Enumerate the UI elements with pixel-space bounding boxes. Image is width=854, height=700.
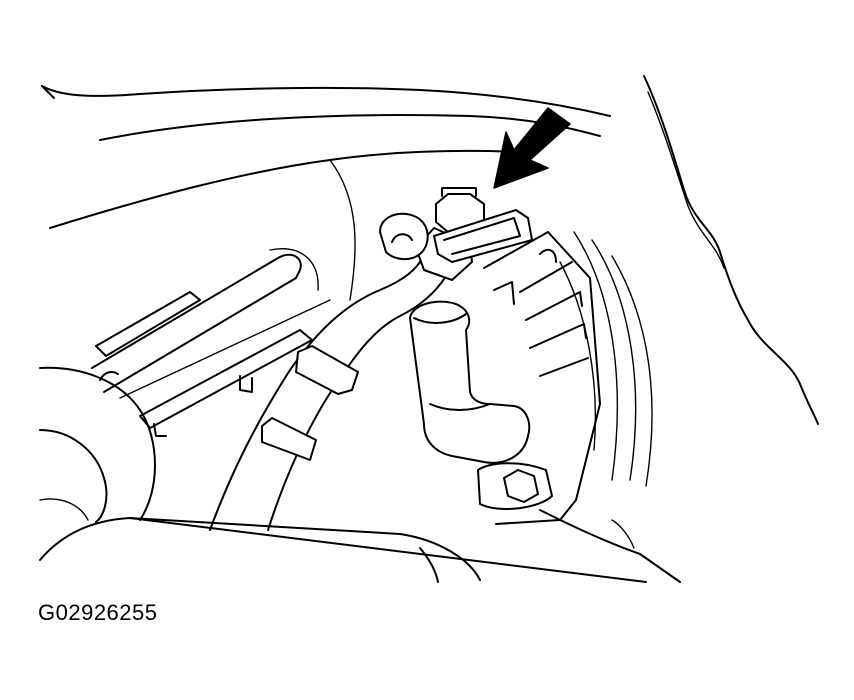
- pump-housing: [483, 231, 653, 525]
- elbow-fitting: [409, 300, 553, 511]
- bolt-connector: [379, 187, 533, 263]
- arrow-down-left-icon: [493, 107, 571, 189]
- bottom-boundary-line: [129, 517, 647, 583]
- engine-bay-line-drawing: [39, 75, 819, 583]
- left-pulley: [39, 366, 156, 523]
- upper-frame-lines: [41, 85, 611, 301]
- figure-id-label: G02926255: [38, 600, 158, 625]
- right-body-panel: [643, 75, 819, 425]
- left-hoses: [91, 248, 331, 437]
